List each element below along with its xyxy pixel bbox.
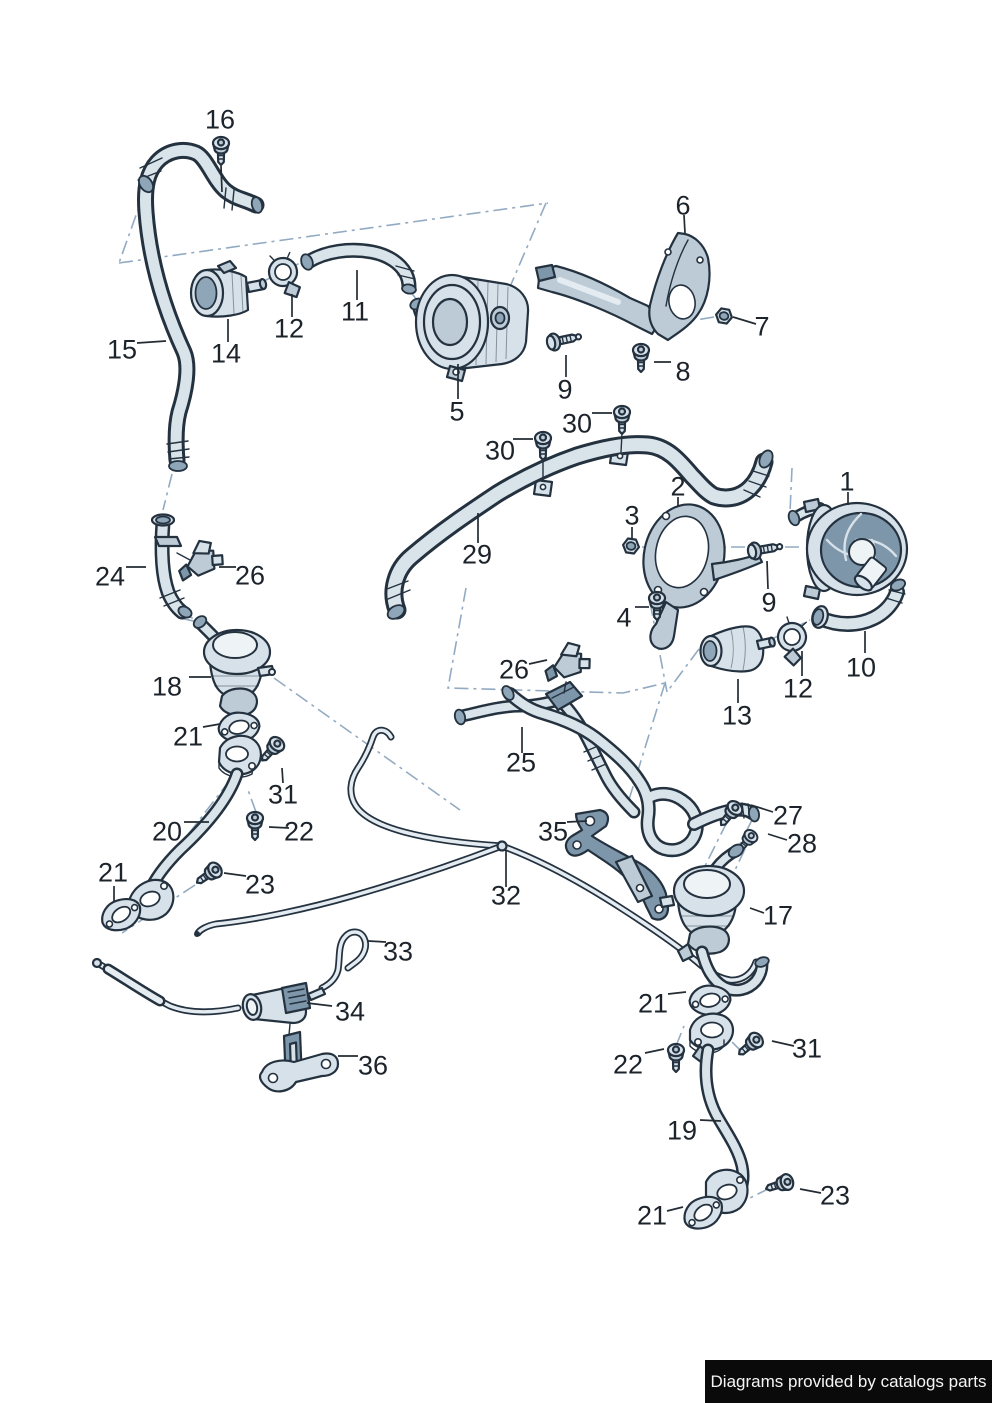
hose-29 <box>384 435 774 620</box>
part-callout-13: 13 <box>721 700 753 731</box>
sensor-26-middle <box>542 640 593 683</box>
part-callout-19: 19 <box>666 1115 698 1146</box>
screw-31-right <box>732 1028 767 1062</box>
mounting-arm <box>534 263 662 336</box>
hose-10 <box>811 578 907 632</box>
part-callout-11: 11 <box>340 296 370 327</box>
combi-valve-17 <box>658 843 770 997</box>
combi-valve-18 <box>192 615 276 717</box>
nut-7 <box>713 306 735 326</box>
screw-30-right <box>612 404 632 436</box>
part-callout-16: 16 <box>204 104 236 135</box>
part-callout-35: 35 <box>537 816 569 847</box>
elbow-pipe-24 <box>150 513 193 620</box>
part-callout-17: 17 <box>762 900 794 931</box>
part-callout-29: 29 <box>461 539 493 570</box>
air-pump-1 <box>787 497 909 601</box>
bracket-6 <box>648 231 711 342</box>
clamp-12-left <box>264 250 303 303</box>
bracket-36 <box>258 1030 340 1093</box>
part-callout-3: 3 <box>624 500 640 531</box>
bracket-2 <box>642 503 764 650</box>
part-callout-9b: 9 <box>761 587 777 618</box>
part-callout-2: 2 <box>670 471 686 502</box>
silencer-13 <box>699 625 776 673</box>
solenoid-valve-34 <box>241 981 327 1025</box>
part-callout-8: 8 <box>675 356 691 387</box>
part-callout-23a: 23 <box>244 869 276 900</box>
provider-footer-text: Diagrams provided by catalogs parts <box>710 1371 987 1391</box>
provider-footer-bar: Diagrams provided by catalogs parts <box>705 1360 992 1403</box>
screw-22-right <box>666 1042 686 1074</box>
screw-8 <box>631 342 651 374</box>
part-callout-21b: 21 <box>97 857 129 888</box>
screw-30-left <box>533 430 553 462</box>
part-callout-32: 32 <box>490 880 522 911</box>
part-callout-9a: 9 <box>557 374 573 405</box>
part-callout-12b: 12 <box>782 673 814 704</box>
part-callout-33: 33 <box>382 936 414 967</box>
air-pump-5 <box>409 273 530 383</box>
part-callout-27: 27 <box>772 800 804 831</box>
bolt-9-right <box>745 536 785 562</box>
part-callout-10: 10 <box>845 652 877 683</box>
screw-22-left <box>245 810 265 842</box>
pipe-stub-14 <box>189 259 268 318</box>
part-callout-30b: 30 <box>561 408 593 439</box>
part-callout-26a: 26 <box>234 560 266 591</box>
hose-11 <box>300 242 417 295</box>
part-callout-34: 34 <box>334 996 366 1027</box>
part-callout-30a: 30 <box>484 435 516 466</box>
part-callout-12a: 12 <box>273 313 305 344</box>
screw-23-left <box>191 858 226 891</box>
part-callout-6: 6 <box>675 190 691 221</box>
vacuum-pipe-33 <box>91 928 370 1016</box>
part-callout-22b: 22 <box>612 1049 644 1080</box>
clamp-12-right <box>770 614 812 668</box>
bolt-9-left <box>544 326 584 353</box>
part-callout-31b: 31 <box>791 1033 823 1064</box>
hose-25-pair <box>453 680 760 857</box>
part-callout-15: 15 <box>106 334 138 365</box>
screw-23-right <box>762 1171 797 1198</box>
part-callout-26b: 26 <box>498 654 530 685</box>
nut-3 <box>621 536 641 556</box>
part-callout-36: 36 <box>357 1050 389 1081</box>
part-callout-25: 25 <box>505 747 537 778</box>
part-callout-31a: 31 <box>267 779 299 810</box>
part-callout-20: 20 <box>151 816 183 847</box>
part-callout-14: 14 <box>210 338 242 369</box>
callout-leader-lines <box>113 165 866 1212</box>
part-callout-21a: 21 <box>172 721 204 752</box>
hose-15 <box>137 141 265 472</box>
part-callout-22a: 22 <box>283 816 315 847</box>
part-callout-7: 7 <box>754 311 770 342</box>
part-callout-21d: 21 <box>636 1200 668 1231</box>
part-callout-23b: 23 <box>819 1180 851 1211</box>
part-callout-18: 18 <box>151 671 183 702</box>
bracket-35 <box>564 808 670 921</box>
part-callout-21c: 21 <box>637 988 669 1019</box>
part-callout-1: 1 <box>839 466 855 497</box>
part-callout-5: 5 <box>449 396 465 427</box>
sensor-26-left <box>173 536 227 582</box>
part-callout-4: 4 <box>616 602 632 633</box>
part-callout-28: 28 <box>786 828 818 859</box>
screw-16 <box>211 135 231 167</box>
part-callout-24: 24 <box>94 561 126 592</box>
flange-pipe-20 <box>128 734 262 921</box>
flange-pipe-19 <box>688 1012 750 1215</box>
